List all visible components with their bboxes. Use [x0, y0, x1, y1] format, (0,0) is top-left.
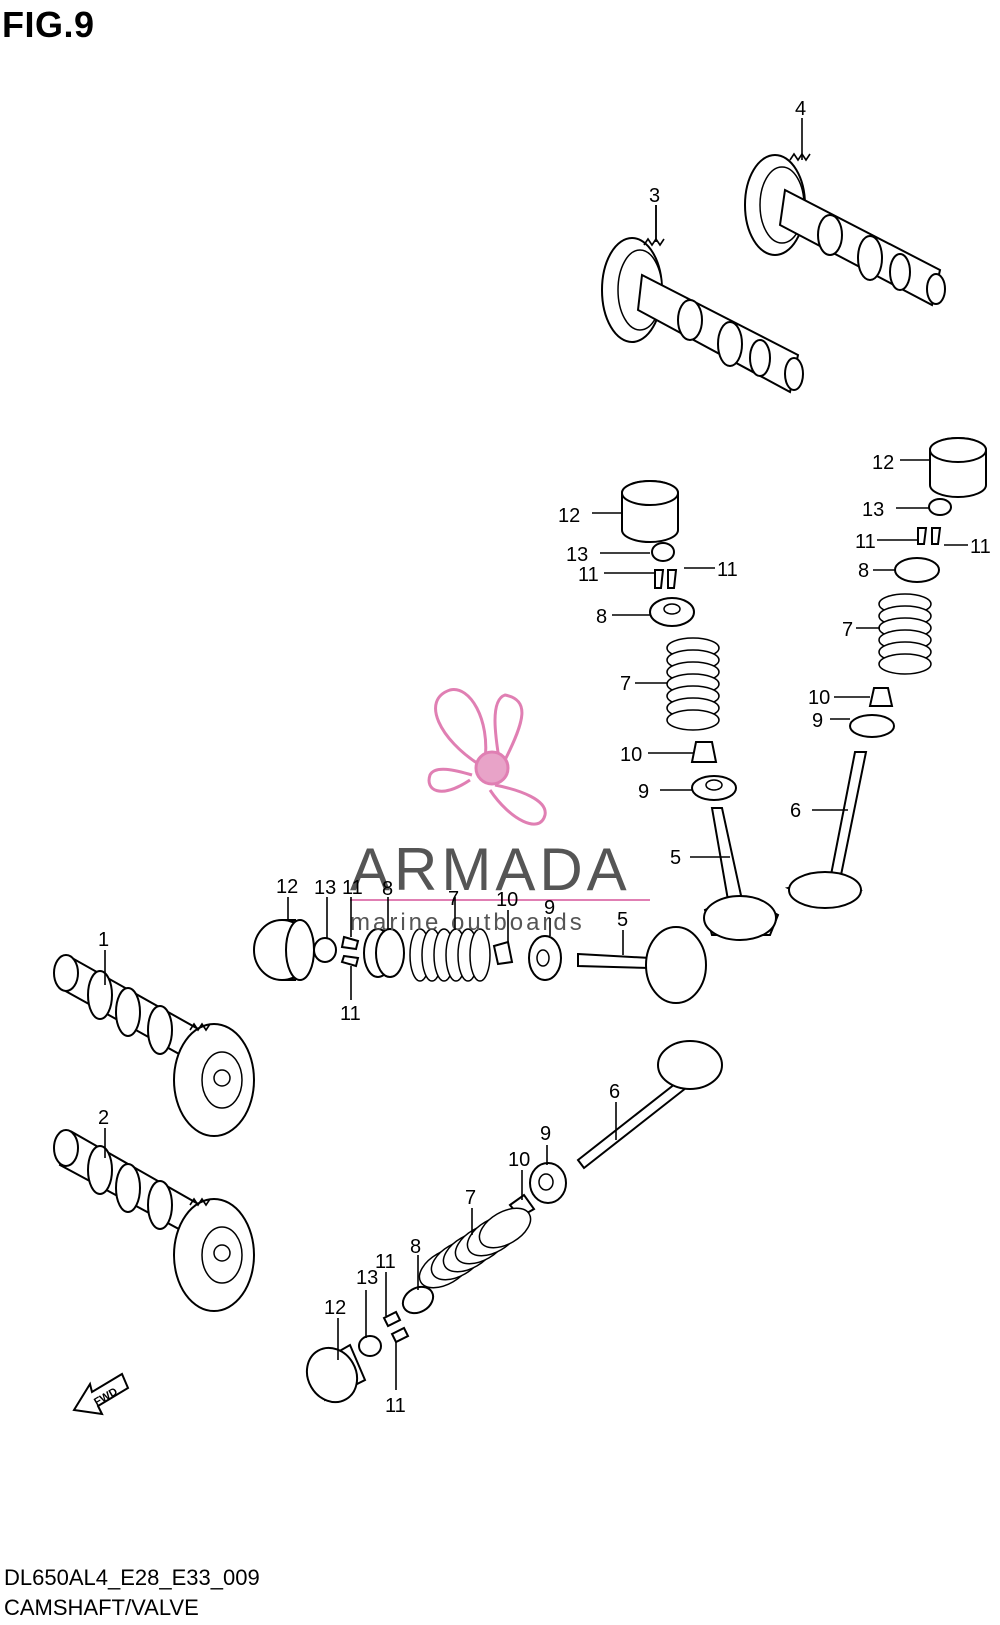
callout-12-right: 12 — [872, 452, 894, 474]
callout-7-lower: 7 — [465, 1187, 476, 1209]
callout-7-right: 7 — [842, 619, 853, 641]
callout-3: 3 — [649, 185, 660, 207]
callout-12-lower: 12 — [324, 1297, 346, 1319]
callout-5-middle: 5 — [617, 909, 628, 931]
callout-8-right: 8 — [858, 560, 869, 582]
leader-lines — [104, 205, 968, 1390]
watermark-brand: ARMADA — [350, 836, 631, 903]
callout-13-middle: 13 — [314, 877, 336, 899]
callout-8-middle: 8 — [382, 878, 393, 900]
callout-13-lower: 13 — [356, 1267, 378, 1289]
figure-name: CAMSHAFT/VALVE — [4, 1595, 199, 1620]
callout-4: 4 — [795, 98, 806, 120]
callout-12-upper: 12 — [558, 505, 580, 527]
callout-2: 2 — [98, 1107, 109, 1129]
callout-13-upper: 13 — [566, 544, 588, 566]
callout-8-upper: 8 — [596, 606, 607, 628]
callout-11-upper-right: 11 — [717, 559, 738, 581]
callout-11-upper-left: 11 — [578, 564, 599, 586]
callout-5-upper: 5 — [670, 847, 681, 869]
camshaft-part-3[interactable] — [601, 237, 804, 394]
callout-10-upper: 10 — [620, 744, 642, 766]
callout-11-lower-top: 11 — [375, 1251, 396, 1273]
callout-7-upper: 7 — [620, 673, 631, 695]
valve-group-lower[interactable] — [297, 1040, 723, 1411]
callout-9-right: 9 — [812, 710, 823, 732]
camshaft-part-4[interactable] — [744, 152, 946, 307]
valve-group-upper-right[interactable] — [784, 437, 987, 909]
valve-group-horizontal[interactable] — [253, 919, 707, 1004]
callout-1: 1 — [98, 929, 109, 951]
callout-9-middle: 9 — [544, 897, 555, 919]
callout-9-lower: 9 — [540, 1123, 551, 1145]
callout-6-upper: 6 — [790, 800, 801, 822]
callout-12-middle: 12 — [276, 876, 298, 898]
propeller-logo-icon — [427, 688, 547, 826]
callout-11-middle-top: 11 — [342, 877, 363, 899]
camshaft-part-2[interactable] — [53, 1129, 255, 1312]
figure-title: FIG.9 — [2, 4, 95, 45]
callout-13-right: 13 — [862, 499, 884, 521]
callout-11-right-right: 11 — [970, 536, 991, 558]
callout-9-upper: 9 — [638, 781, 649, 803]
valve-group-upper-middle[interactable] — [621, 480, 780, 941]
fwd-arrow-icon: FWD — [72, 1372, 130, 1416]
figure-code: DL650AL4_E28_E33_009 — [4, 1565, 260, 1590]
callout-10-lower: 10 — [508, 1149, 530, 1171]
callout-10-middle: 10 — [496, 889, 518, 911]
callout-11-right-left: 11 — [855, 531, 876, 553]
callout-11-middle-bottom: 11 — [340, 1003, 361, 1025]
callout-7-middle: 7 — [448, 888, 459, 910]
callout-11-lower-bottom: 11 — [385, 1395, 406, 1417]
callout-6-lower: 6 — [609, 1081, 620, 1103]
callout-10-right: 10 — [808, 687, 830, 709]
callout-labels: 1 2 3 4 5 5 6 6 7 7 7 7 8 8 8 8 9 9 9 9 … — [98, 98, 991, 1417]
callout-8-lower: 8 — [410, 1236, 421, 1258]
camshaft-part-1[interactable] — [53, 954, 255, 1137]
